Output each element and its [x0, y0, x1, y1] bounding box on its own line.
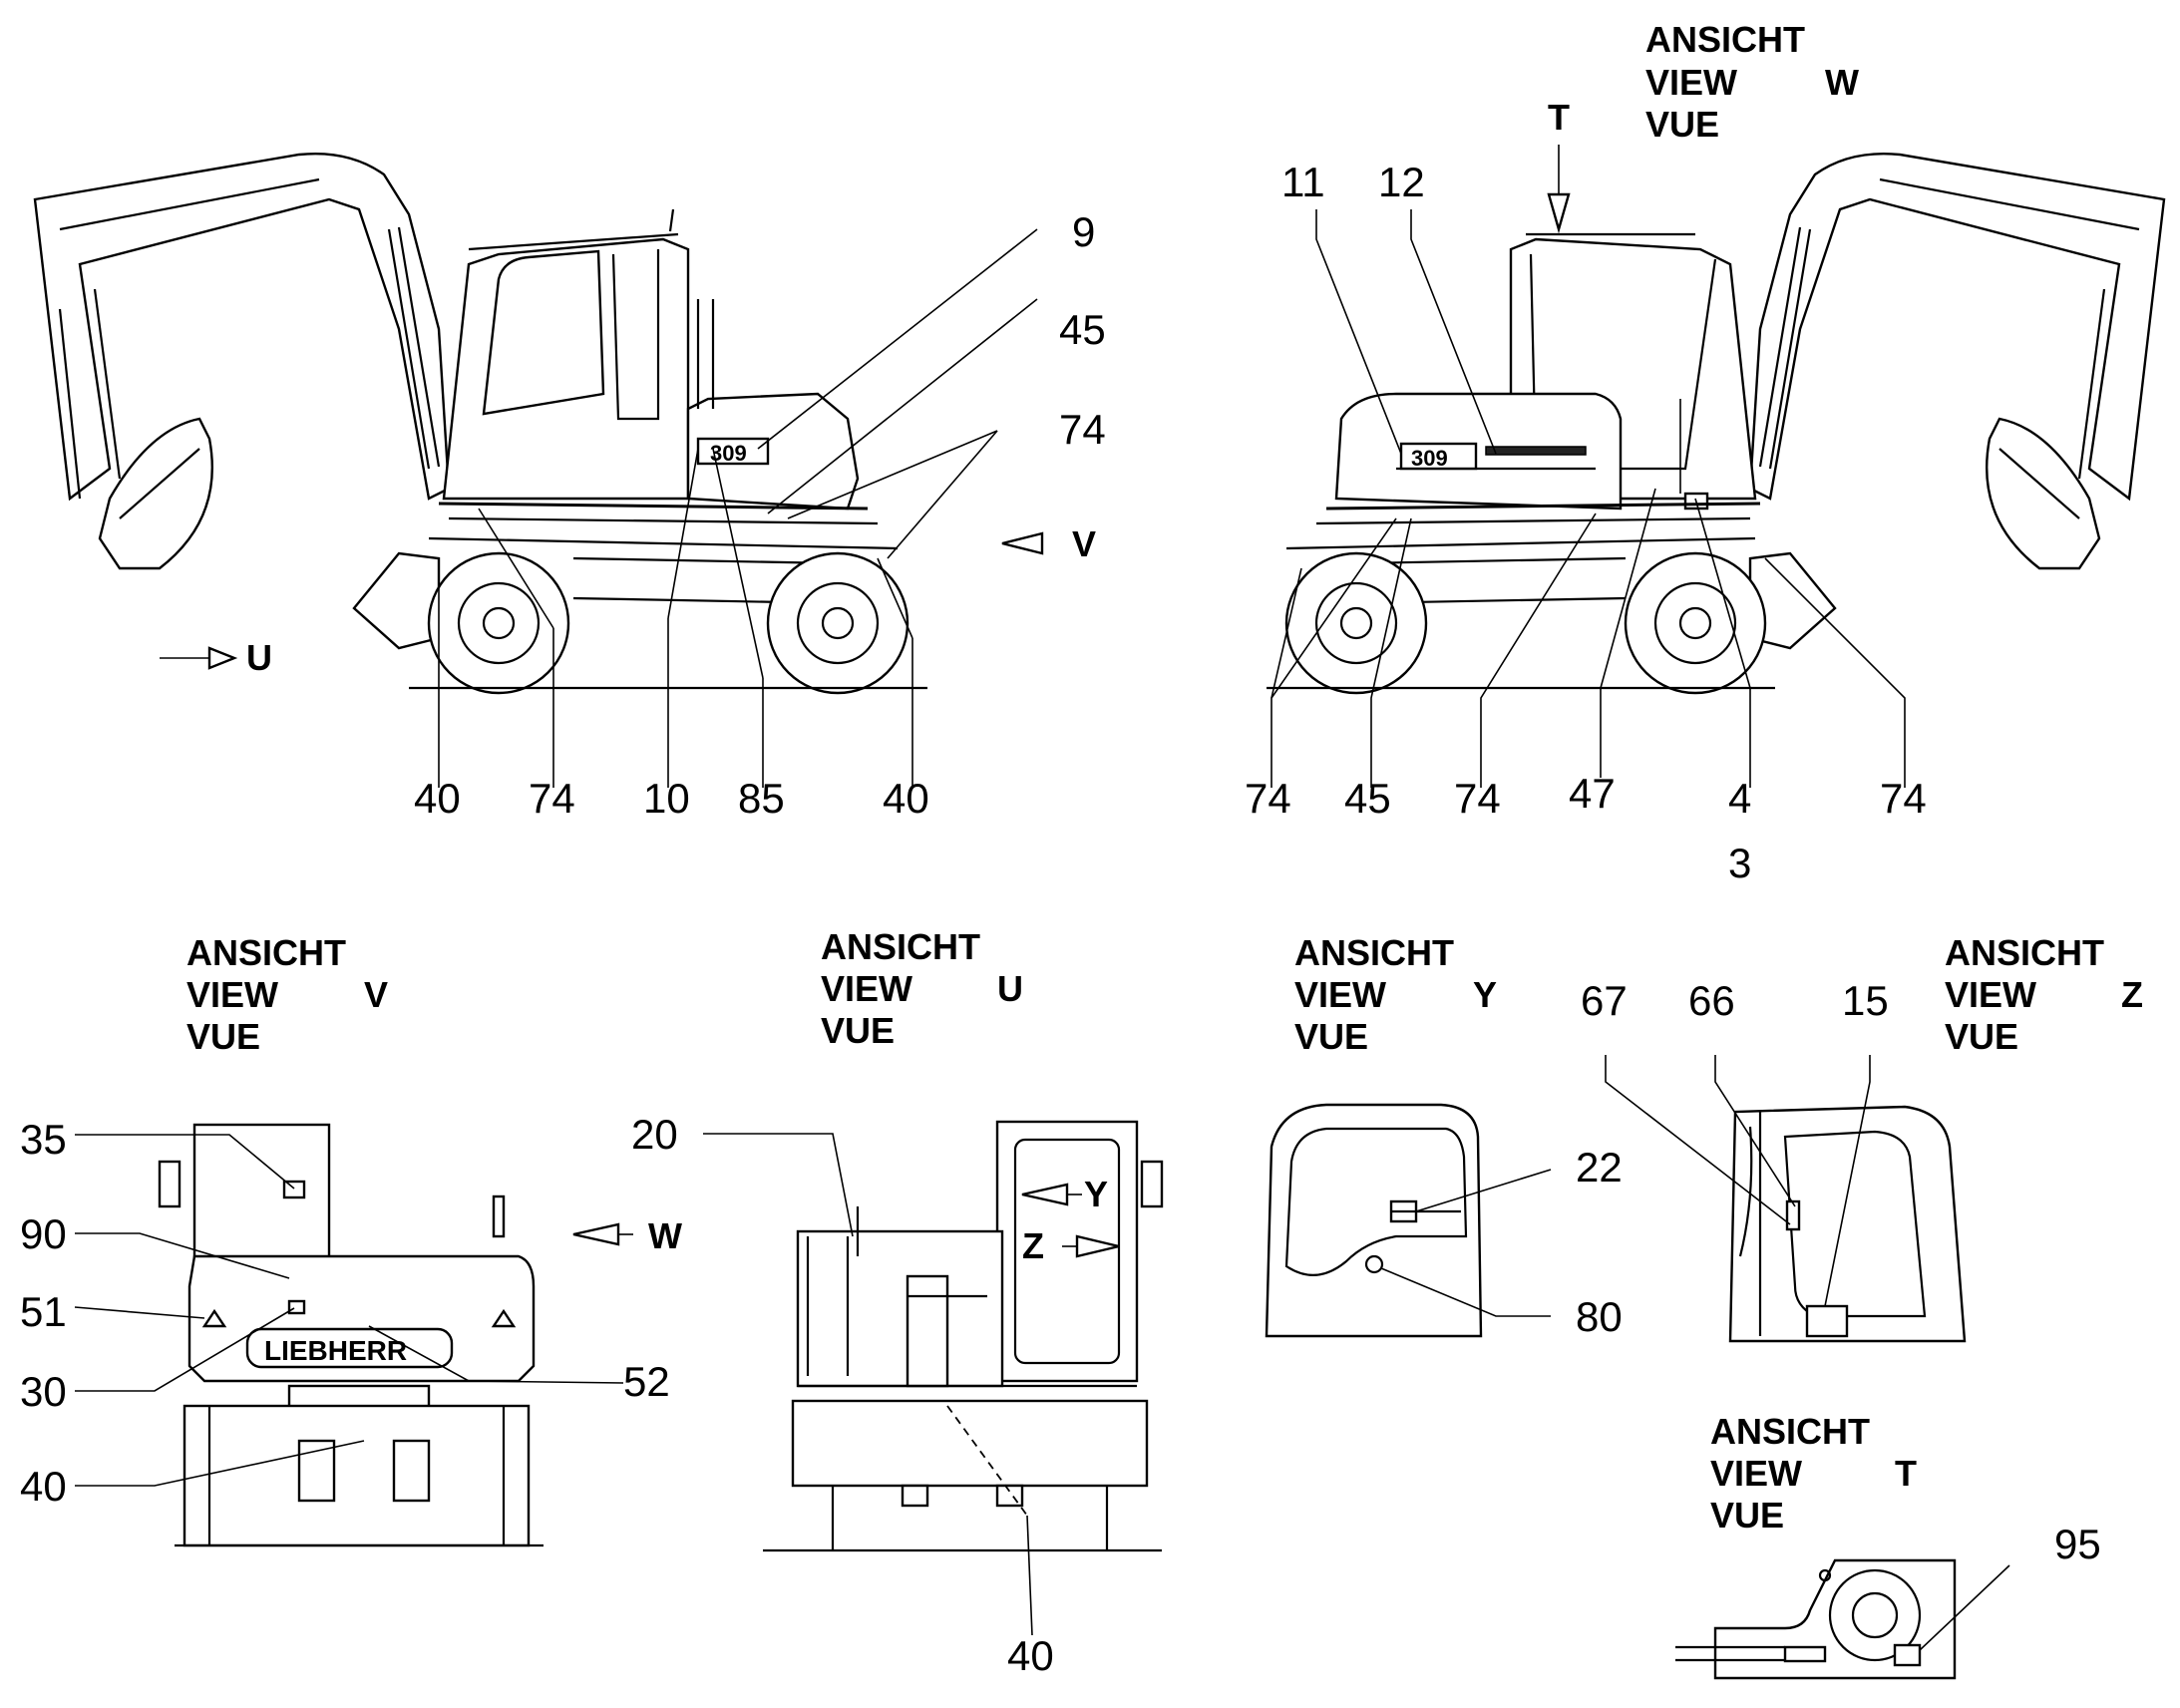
- callout-20: 20: [631, 1111, 678, 1158]
- label-views-u-line2: VIEW: [821, 968, 912, 1009]
- view-z-heading: ANSICHT VIEW VUE Z: [1945, 932, 2143, 1057]
- view-v-arrow: V: [1001, 523, 1096, 564]
- label-views-v-letter: V: [364, 974, 388, 1015]
- callout-22: 22: [1576, 1144, 1623, 1191]
- view-y-arrow: Y: [1021, 1174, 1108, 1214]
- label-views-t-letter: T: [1895, 1453, 1917, 1494]
- model-plate-right: 309: [1411, 446, 1448, 471]
- callout-51: 51: [20, 1288, 67, 1335]
- view-y-leaders: [1380, 1169, 1552, 1317]
- label-arrows-t: T: [1548, 97, 1570, 138]
- callout-40: 40: [1007, 1632, 1054, 1679]
- door-inside-view: [1728, 1105, 1967, 1343]
- right-view-leaders: [1271, 209, 1906, 788]
- label-views-t-line1: ANSICHT: [1710, 1411, 1870, 1452]
- view-u-heading: ANSICHT VIEW VUE U: [821, 926, 1023, 1051]
- label-arrows-y: Y: [1084, 1174, 1108, 1214]
- label-views-v-line1: ANSICHT: [186, 932, 346, 973]
- callout-74: 74: [529, 775, 575, 822]
- callout-30: 30: [20, 1368, 67, 1415]
- label-views-w-line1: ANSICHT: [1645, 19, 1805, 60]
- view-w-heading: ANSICHT VIEW VUE W: [1645, 19, 1859, 145]
- callout-47: 47: [1569, 770, 1616, 817]
- label-views-u-line1: ANSICHT: [821, 926, 980, 967]
- view-z-arrow: Z: [1022, 1225, 1120, 1266]
- callout-74: 74: [1880, 775, 1927, 822]
- label-arrows-z: Z: [1022, 1225, 1044, 1266]
- left-view-leaders: [438, 228, 1038, 788]
- callout-66: 66: [1688, 977, 1735, 1024]
- callout-67: 67: [1581, 977, 1628, 1024]
- label-views-u-letter: U: [997, 968, 1023, 1009]
- label-views-z-line3: VUE: [1945, 1016, 2018, 1057]
- view-w-arrow: W: [572, 1215, 682, 1256]
- callout-9: 9: [1072, 208, 1095, 255]
- label-views-w-letter: W: [1825, 62, 1859, 103]
- callout-3: 3: [1728, 840, 1751, 886]
- label-views-z-letter: Z: [2121, 974, 2143, 1015]
- callout-40: 40: [20, 1463, 67, 1510]
- label-views-t-line3: VUE: [1710, 1495, 1784, 1536]
- label-arrows-v: V: [1072, 523, 1096, 564]
- callout-40: 40: [883, 775, 929, 822]
- label-views-w-line3: VUE: [1645, 104, 1719, 145]
- callout-95: 95: [2054, 1521, 2101, 1567]
- label-views-v-line3: VUE: [186, 1016, 260, 1057]
- label-views-w-line2: VIEW: [1645, 62, 1737, 103]
- excavator-front-view: [763, 1120, 1164, 1552]
- callout-35: 35: [20, 1116, 67, 1163]
- callout-74: 74: [1245, 775, 1291, 822]
- callout-74: 74: [1454, 775, 1501, 822]
- callout-90: 90: [20, 1210, 67, 1257]
- callout-11: 11: [1281, 159, 1325, 205]
- view-t-arrow: T: [1547, 97, 1571, 234]
- label-views-y-line2: VIEW: [1294, 974, 1386, 1015]
- label-views-y-letter: Y: [1473, 974, 1497, 1015]
- callout-45: 45: [1344, 775, 1391, 822]
- label-views-t-line2: VIEW: [1710, 1453, 1802, 1494]
- label-views-z-line1: ANSICHT: [1945, 932, 2104, 973]
- callout-15: 15: [1842, 977, 1889, 1024]
- door-outside-view: [1265, 1103, 1483, 1338]
- callout-4: 4: [1728, 775, 1751, 822]
- view-z-leaders: [1605, 1055, 1871, 1307]
- view-v-leaders: [74, 1134, 624, 1487]
- callout-52: 52: [623, 1358, 670, 1405]
- brand-plate-rear: LIEBHERR: [264, 1335, 407, 1366]
- view-t-leaders: [1919, 1564, 2010, 1651]
- label-views-y-line3: VUE: [1294, 1016, 1368, 1057]
- view-v-heading: ANSICHT VIEW VUE V: [186, 932, 388, 1057]
- excavator-right-side-view: 309: [1267, 153, 2166, 695]
- label-views-y-line1: ANSICHT: [1294, 932, 1454, 973]
- callout-85: 85: [738, 775, 785, 822]
- callout-45: 45: [1059, 306, 1106, 353]
- view-u-arrow: U: [160, 637, 272, 678]
- top-view-roof: [1675, 1558, 1957, 1680]
- label-views-u-line3: VUE: [821, 1010, 895, 1051]
- view-y-heading: ANSICHT VIEW VUE Y: [1294, 932, 1497, 1057]
- callout-40: 40: [414, 775, 461, 822]
- callout-74: 74: [1059, 406, 1106, 453]
- view-u-leaders: [703, 1133, 1033, 1636]
- callout-80: 80: [1576, 1293, 1623, 1340]
- label-views-z-line2: VIEW: [1945, 974, 2036, 1015]
- excavator-rear-view: LIEBHERR: [158, 1123, 544, 1547]
- label-views-v-line2: VIEW: [186, 974, 278, 1015]
- label-arrows-w: W: [648, 1215, 682, 1256]
- view-t-heading: ANSICHT VIEW VUE T: [1710, 1411, 1917, 1536]
- excavator-left-side-view: 309: [33, 153, 927, 695]
- callout-10: 10: [643, 775, 690, 822]
- callout-12: 12: [1378, 159, 1425, 205]
- label-arrows-u: U: [246, 637, 272, 678]
